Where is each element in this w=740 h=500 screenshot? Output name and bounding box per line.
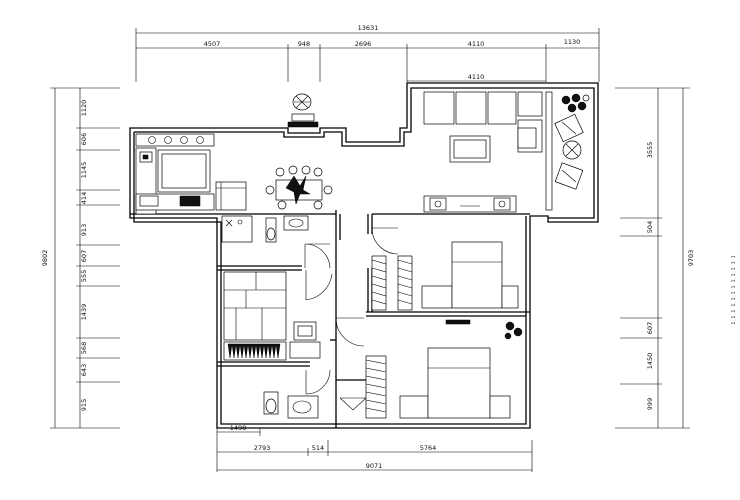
left-seg-9: 568 [80,342,88,354]
left-seg-1: 1120 [80,100,88,117]
living-room [423,91,553,213]
balcony [554,93,590,190]
left-seg-3: 1145 [80,162,88,179]
left-seg-10: 643 [80,364,88,376]
right-seg-4: 1450 [646,353,654,370]
top-total-dim: 13631 [358,24,379,32]
bottom-seg-3: 514 [312,444,324,452]
bathroom-1 [221,215,309,243]
left-seg-6: 607 [80,250,88,262]
kitchen [135,133,247,215]
bedroom-1 [371,241,519,311]
top-seg-1: 4507 [204,40,221,48]
left-seg-11: 915 [80,399,88,411]
bottom-seg-2: 2793 [254,444,271,452]
doors [304,227,399,411]
bathroom-2 [263,391,319,419]
right-seg-2: 504 [646,221,654,233]
left-seg-4: 414 [80,192,88,204]
bottom-seg-4: 5764 [420,444,437,452]
exterior-walls [129,82,599,429]
right-seg-5: 999 [646,398,654,410]
top-seg-5: 1130 [564,38,581,46]
left-total-dim: 9802 [41,250,49,267]
top-seg-4: 4110 [468,40,485,48]
left-seg-7: 555 [80,270,88,282]
right-seg-1: 3555 [646,142,654,159]
left-seg-8: 1439 [80,304,88,321]
top-inner-dim: 4110 [468,73,485,81]
bedroom-2 [365,319,523,419]
right-edge-text: 1 1 1 1 1 1 1 1 1 1 1 1 [731,255,737,324]
top-seg-3: 2696 [355,40,372,48]
top-seg-2: 948 [298,40,310,48]
dining-table [265,165,333,210]
study-room [223,271,321,361]
right-total-dim: 9703 [687,250,695,267]
bottom-dimension-chain: 1498 2793 514 5764 9071 [216,424,533,472]
left-seg-2: 606 [80,133,88,145]
right-dimension-chain: 9703 3555 504 607 1450 999 1 1 1 1 1 1 1… [615,87,737,429]
left-seg-5: 913 [80,224,88,236]
bottom-total-dim: 9071 [366,462,383,470]
left-dimension-chain: 9802 1120 606 1145 414 913 607 555 1439 … [41,87,120,429]
right-seg-3: 607 [646,322,654,334]
entry-plant [287,93,319,128]
top-dimension-chain: 13631 4507 948 2696 4110 1130 4110 [135,24,600,82]
